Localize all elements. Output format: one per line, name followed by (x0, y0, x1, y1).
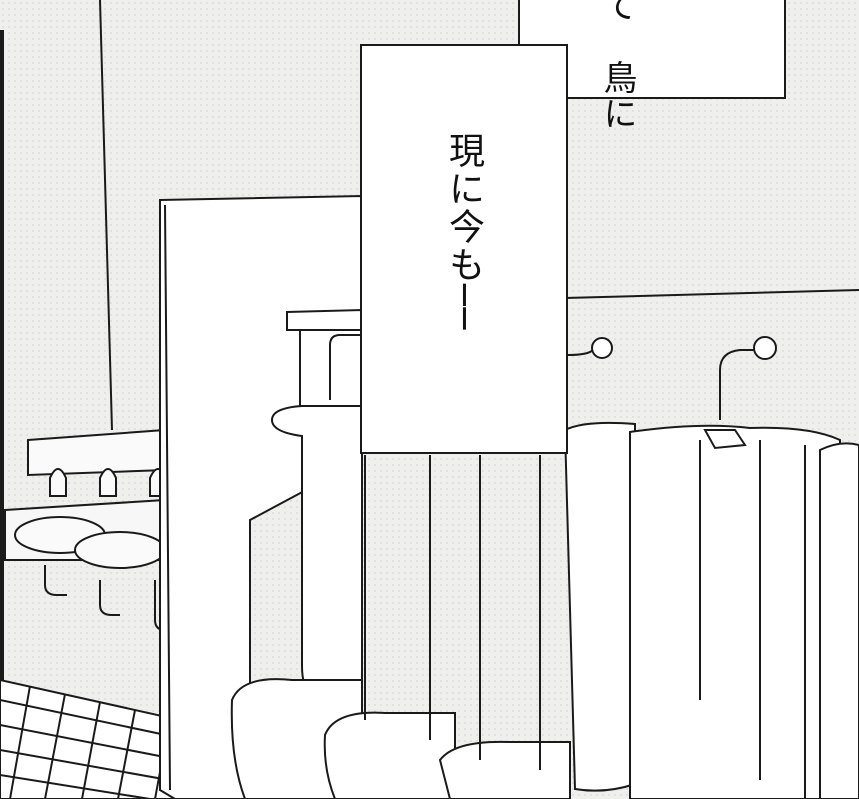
caption-text-center: 現に今も── (443, 132, 484, 332)
urinal-row (230, 308, 859, 799)
caption-box-center (360, 44, 568, 454)
floor-tiles (0, 678, 181, 799)
left-frame-edge (0, 30, 4, 750)
caption-text-top-right: て 鳥に (597, 0, 637, 132)
wall-corner (99, 0, 113, 431)
wall-tile-line (564, 289, 859, 299)
